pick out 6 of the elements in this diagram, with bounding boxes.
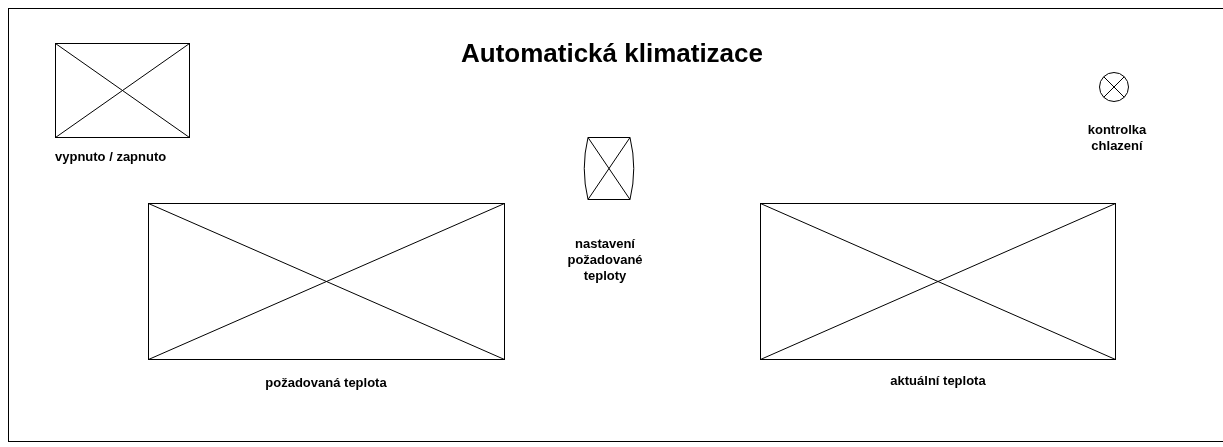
caption-label: kontrolka chlazení [1086,122,1148,154]
title: Automatická klimatizace [460,38,764,68]
caption-label: nastavení požadované teploty [566,236,644,284]
caption-label: aktuální teplota [889,373,987,389]
caption-label: požadovaná teplota [264,375,388,391]
caption-label: vypnuto / zapnuto [55,149,168,165]
